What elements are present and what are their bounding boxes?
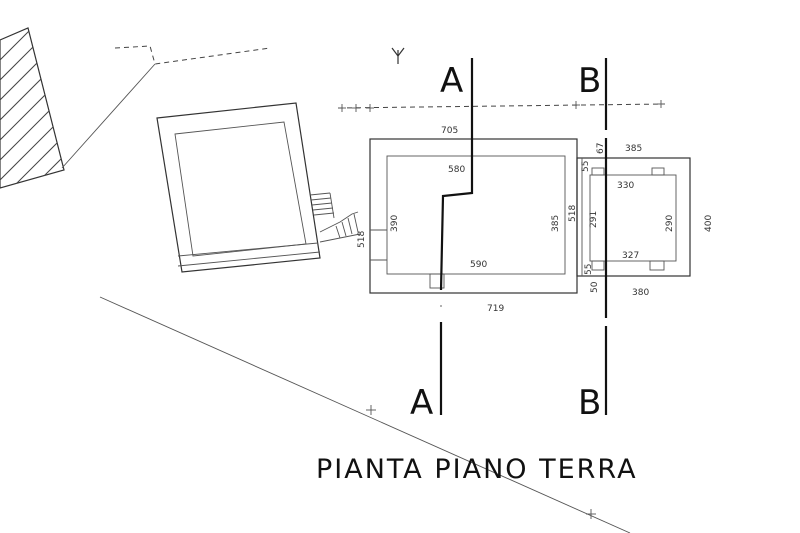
dim-385-top: 385 (625, 144, 642, 154)
section-label-a-bottom: A (410, 383, 433, 423)
section-label-a-top: A (440, 61, 463, 101)
boundary-diagonal (61, 63, 156, 169)
dim-390: 390 (390, 215, 400, 232)
dim-518-mid: 518 (568, 205, 578, 222)
dim-55-top: 55 (581, 161, 591, 172)
dim-50: 50 (590, 281, 600, 293)
dim-55-bottom: 55 (584, 264, 594, 275)
dim-291: 291 (589, 211, 599, 228)
drawing-title: PIANTA PIANO TERRA (316, 454, 638, 485)
dim-385-left: 385 (551, 215, 561, 232)
dim-400: 400 (704, 215, 714, 232)
section-line-a (439, 58, 474, 415)
section-label-b-top: B (578, 61, 601, 101)
dim-518-left: 518 (357, 231, 367, 248)
dim-290: 290 (665, 215, 675, 232)
section-label-b-bottom: B (578, 383, 601, 423)
north-arrow-icon (391, 47, 405, 64)
external-stairs (309, 192, 361, 243)
dim-719: 719 (487, 304, 504, 314)
dim-67: 67 (596, 143, 606, 154)
dim-327: 327 (622, 251, 639, 261)
hatched-building (0, 27, 65, 189)
outbuilding (156, 102, 321, 273)
property-boundary (114, 45, 271, 65)
dim-380: 380 (632, 288, 649, 298)
dim-330: 330 (617, 181, 634, 191)
dim-590: 590 (470, 260, 487, 270)
dim-580: 580 (448, 165, 465, 175)
dim-705: 705 (441, 126, 458, 136)
reference-line (337, 103, 666, 109)
annex-building (576, 157, 691, 277)
road-line (99, 296, 631, 533)
